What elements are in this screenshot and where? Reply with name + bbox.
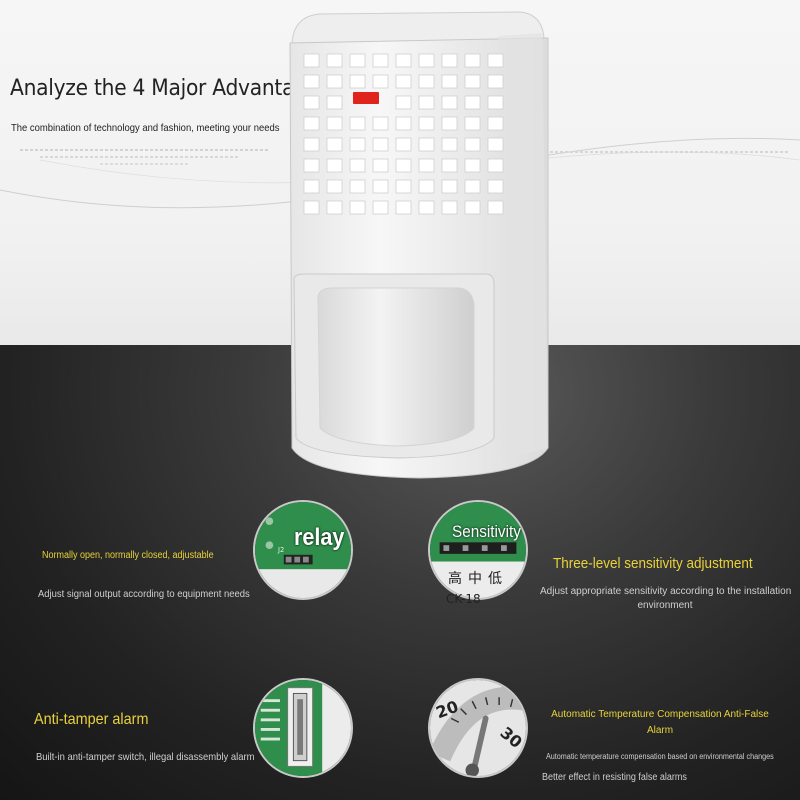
board-code-text: CK-18 xyxy=(446,592,481,606)
grille-slot xyxy=(326,158,343,173)
grille-slot xyxy=(303,74,320,89)
sensitivity-description-line1: Adjust appropriate sensitivity according… xyxy=(540,586,792,597)
grille-slot xyxy=(464,137,481,152)
grille-slot xyxy=(326,137,343,152)
grille-slot xyxy=(464,53,481,68)
temperature-title-line1: Automatic Temperature Compensation Anti-… xyxy=(551,709,769,720)
tamper-switch-photo xyxy=(253,678,353,778)
grille-slot xyxy=(441,53,458,68)
grille-slot xyxy=(349,116,366,131)
grille-slot xyxy=(487,179,504,194)
grille-slot xyxy=(441,137,458,152)
motion-detector-device xyxy=(289,11,549,479)
grille-slot xyxy=(372,200,389,215)
grille-slot xyxy=(349,158,366,173)
relay-jumper-photo: J2 xyxy=(253,500,353,600)
grille-slot xyxy=(395,158,412,173)
sensitivity-label: Sensitivity xyxy=(452,522,521,541)
grille-slot xyxy=(487,116,504,131)
grille-slot xyxy=(349,179,366,194)
grille-slot xyxy=(303,179,320,194)
grille-slot xyxy=(464,95,481,110)
grille-slot xyxy=(464,179,481,194)
grille-slot xyxy=(487,53,504,68)
grille-slot xyxy=(303,137,320,152)
grille-slot xyxy=(326,116,343,131)
thermometer-photo xyxy=(428,678,528,778)
grille-slot xyxy=(349,137,366,152)
grille-slot xyxy=(326,74,343,89)
grille-slot xyxy=(487,158,504,173)
grille-slot xyxy=(441,74,458,89)
grille-slot xyxy=(372,179,389,194)
grille-slot xyxy=(372,158,389,173)
grille-slot xyxy=(441,179,458,194)
grille-slot xyxy=(464,116,481,131)
grille-slot xyxy=(441,95,458,110)
grille-slot xyxy=(441,116,458,131)
grille-slot xyxy=(303,158,320,173)
temperature-detail: Automatic temperature compensation based… xyxy=(546,752,774,761)
page-subheadline: The combination of technology and fashio… xyxy=(11,122,280,134)
grille-slot xyxy=(418,137,435,152)
relay-label: relay xyxy=(294,524,345,551)
grille-slot xyxy=(395,179,412,194)
tamper-title: Anti-tamper alarm xyxy=(34,711,149,728)
grille-slot xyxy=(487,74,504,89)
grille-slot xyxy=(441,158,458,173)
grille-slot xyxy=(372,53,389,68)
tamper-description: Built-in anti-tamper switch, illegal dis… xyxy=(36,751,255,763)
temperature-title-line2: Alarm xyxy=(646,725,674,736)
grille-slot xyxy=(395,116,412,131)
grille-slot xyxy=(464,158,481,173)
relay-title: Normally open, normally closed, adjustab… xyxy=(42,550,214,561)
grille-slot xyxy=(372,74,389,89)
grille-slot xyxy=(487,95,504,110)
grille-slot xyxy=(487,200,504,215)
grille-slot xyxy=(303,200,320,215)
sensitivity-levels-text: 高中低 xyxy=(448,571,508,587)
grille-slot xyxy=(418,158,435,173)
grille-slot xyxy=(349,53,366,68)
grille-slot xyxy=(418,200,435,215)
grille-slot xyxy=(441,200,458,215)
svg-text:J2: J2 xyxy=(277,546,284,554)
grille-slot xyxy=(395,74,412,89)
relay-description: Adjust signal output according to equipm… xyxy=(38,588,250,600)
grille-slot xyxy=(464,74,481,89)
grille-slot xyxy=(326,179,343,194)
grille-slot xyxy=(395,137,412,152)
grille-slot xyxy=(395,53,412,68)
grille-slot xyxy=(326,53,343,68)
grille-slot xyxy=(303,53,320,68)
sensitivity-title: Three-level sensitivity adjustment xyxy=(553,555,753,572)
page-headline: Analyze the 4 Major Advantages xyxy=(10,76,330,101)
grille-slot xyxy=(349,200,366,215)
grille-slot xyxy=(418,179,435,194)
grille-slot xyxy=(464,200,481,215)
grille-slot xyxy=(303,95,320,110)
grille-slot xyxy=(303,116,320,131)
sensitivity-description-line2: environment xyxy=(637,600,693,611)
grille-slot xyxy=(395,95,412,110)
grille-slot xyxy=(418,74,435,89)
grille-slot xyxy=(418,116,435,131)
grille-slot xyxy=(418,95,435,110)
grille-slot xyxy=(395,200,412,215)
grille-slot xyxy=(326,95,343,110)
grille-slot xyxy=(372,137,389,152)
grille-slot xyxy=(326,200,343,215)
grille-slot xyxy=(349,74,366,89)
grille-slot xyxy=(487,137,504,152)
grille-slot xyxy=(372,116,389,131)
temperature-description: Better effect in resisting false alarms xyxy=(542,772,687,783)
grille-slot xyxy=(418,53,435,68)
